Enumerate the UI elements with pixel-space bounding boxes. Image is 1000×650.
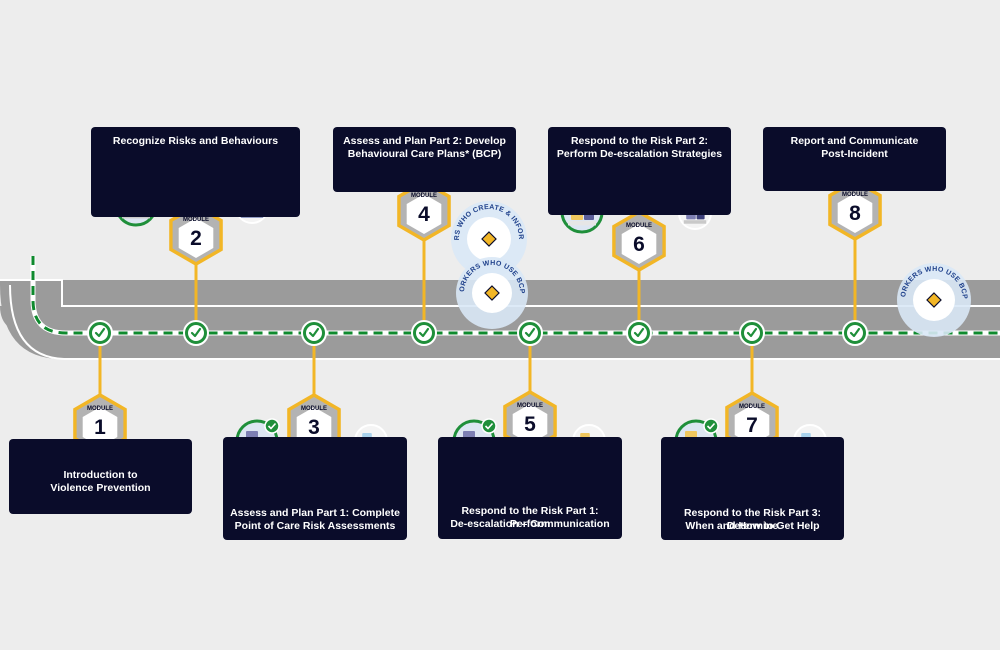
hex-inner — [82, 407, 118, 447]
check-circle-icon[interactable] — [517, 320, 543, 346]
module-5-badge[interactable]: MODULE 5 — [503, 390, 557, 452]
hex-inner — [734, 405, 770, 445]
module-card-8[interactable]: Report and Communicate Post-Incident — [763, 127, 946, 191]
module-7-title-line-2: When and How to Get Help — [685, 520, 820, 532]
module-6-title-line-2: Perform De-escalation Strategies — [556, 148, 723, 160]
module-8-title-line-2: Post-Incident — [821, 148, 888, 160]
module-number: 8 — [849, 202, 861, 225]
check-mark — [190, 327, 202, 338]
scene-check-mark — [706, 422, 716, 430]
diamond-icon — [926, 292, 942, 308]
module-2-title-line-1: Recognize Risks and Behaviours — [112, 135, 279, 147]
module-word: MODULE — [842, 192, 868, 198]
module-word: MODULE — [517, 403, 543, 409]
module-word: MODULE — [183, 217, 209, 223]
module-4-title-line-1: Assess and Plan Part 2: Develop — [343, 135, 506, 147]
module-card-1[interactable]: Introduction to Violence Prevention — [9, 439, 192, 514]
hex-inner — [512, 404, 548, 444]
module-word: MODULE — [87, 406, 113, 412]
module-6-badge[interactable]: MODULE 6 — [612, 210, 666, 272]
check-mark — [94, 327, 106, 338]
module-2-badge[interactable]: MODULE 2 — [169, 204, 223, 266]
lane-line-dashes — [31, 256, 1000, 335]
module-card-6[interactable]: Respond to the Risk Part 2: Perform De-e… — [548, 127, 731, 215]
hex-inner — [621, 224, 657, 264]
module-4-badge[interactable]: MODULE 4 — [397, 180, 451, 242]
scene-check-mark — [484, 422, 494, 430]
module-number: 7 — [746, 414, 758, 437]
module-number: 1 — [94, 416, 106, 439]
check-circle-icon[interactable] — [411, 320, 437, 346]
module-3-title-line-1: Assess and Plan Part 1: Complete — [230, 507, 400, 519]
check-mark — [849, 327, 861, 338]
module-number: 2 — [190, 227, 202, 250]
module-card-7[interactable]: Respond to the Risk Part 3: Determine Wh… — [661, 437, 844, 540]
module-word: MODULE — [626, 223, 652, 229]
module-5-title-line-1: Respond to the Risk Part 1: Perform — [461, 505, 599, 530]
check-circle-icon[interactable] — [626, 320, 652, 346]
check-mark — [418, 327, 430, 338]
scene-check-badge — [481, 418, 497, 434]
module-1-title-line-1: Introduction to — [63, 469, 138, 481]
module-card-2[interactable]: Recognize Risks and Behaviours — [91, 127, 300, 217]
module-word: MODULE — [301, 406, 327, 412]
module-number: 3 — [308, 416, 320, 439]
scene-floor — [568, 221, 596, 226]
scene-floor — [683, 220, 707, 224]
check-circle-icon[interactable] — [739, 320, 765, 346]
module-7-title-line-1: Respond to the Risk Part 3: Determine — [683, 507, 822, 532]
hex-inner — [406, 194, 442, 234]
check-circle-icon[interactable] — [842, 320, 868, 346]
check-circle-icon[interactable] — [183, 320, 209, 346]
hex-inner — [178, 218, 214, 258]
hex-inner — [837, 193, 873, 233]
diamond-icon — [481, 231, 497, 247]
module-3-title-line-2: Point of Care Risk Assessments — [234, 520, 396, 532]
module-card-3[interactable]: Assess and Plan Part 1: Complete Point o… — [223, 437, 407, 540]
module-1-title-line-2: Violence Prevention — [50, 482, 151, 494]
module-8-title-line-1: Report and Communicate — [790, 135, 919, 147]
module-4-title-line-2: Behavioural Care Plans* (BCP) — [347, 148, 502, 160]
check-mark — [633, 327, 645, 338]
check-mark — [524, 327, 536, 338]
module-word: MODULE — [739, 404, 765, 410]
module-number: 4 — [418, 203, 430, 226]
diamond-icon — [484, 285, 500, 301]
module-number: 5 — [524, 413, 536, 436]
module-number: 6 — [633, 233, 645, 256]
scene-check-mark — [267, 422, 277, 430]
scene-check-badge — [703, 418, 719, 434]
module-5-title-line-2: De-escalation – Communication — [450, 518, 610, 530]
module-8-badge[interactable]: MODULE 8 — [828, 179, 882, 241]
module-card-4[interactable]: Assess and Plan Part 2: Develop Behaviou… — [333, 127, 516, 192]
check-circle-icon[interactable] — [301, 320, 327, 346]
check-mark — [308, 327, 320, 338]
road-edge-bottom — [9, 284, 1000, 360]
check-circle-icon[interactable] — [87, 320, 113, 346]
module-word: MODULE — [411, 193, 437, 199]
check-mark — [746, 327, 758, 338]
scene-check-badge — [264, 418, 280, 434]
module-card-5[interactable]: Respond to the Risk Part 1: Perform De-e… — [438, 437, 622, 539]
module-6-title-line-1: Respond to the Risk Part 2: — [570, 135, 709, 147]
